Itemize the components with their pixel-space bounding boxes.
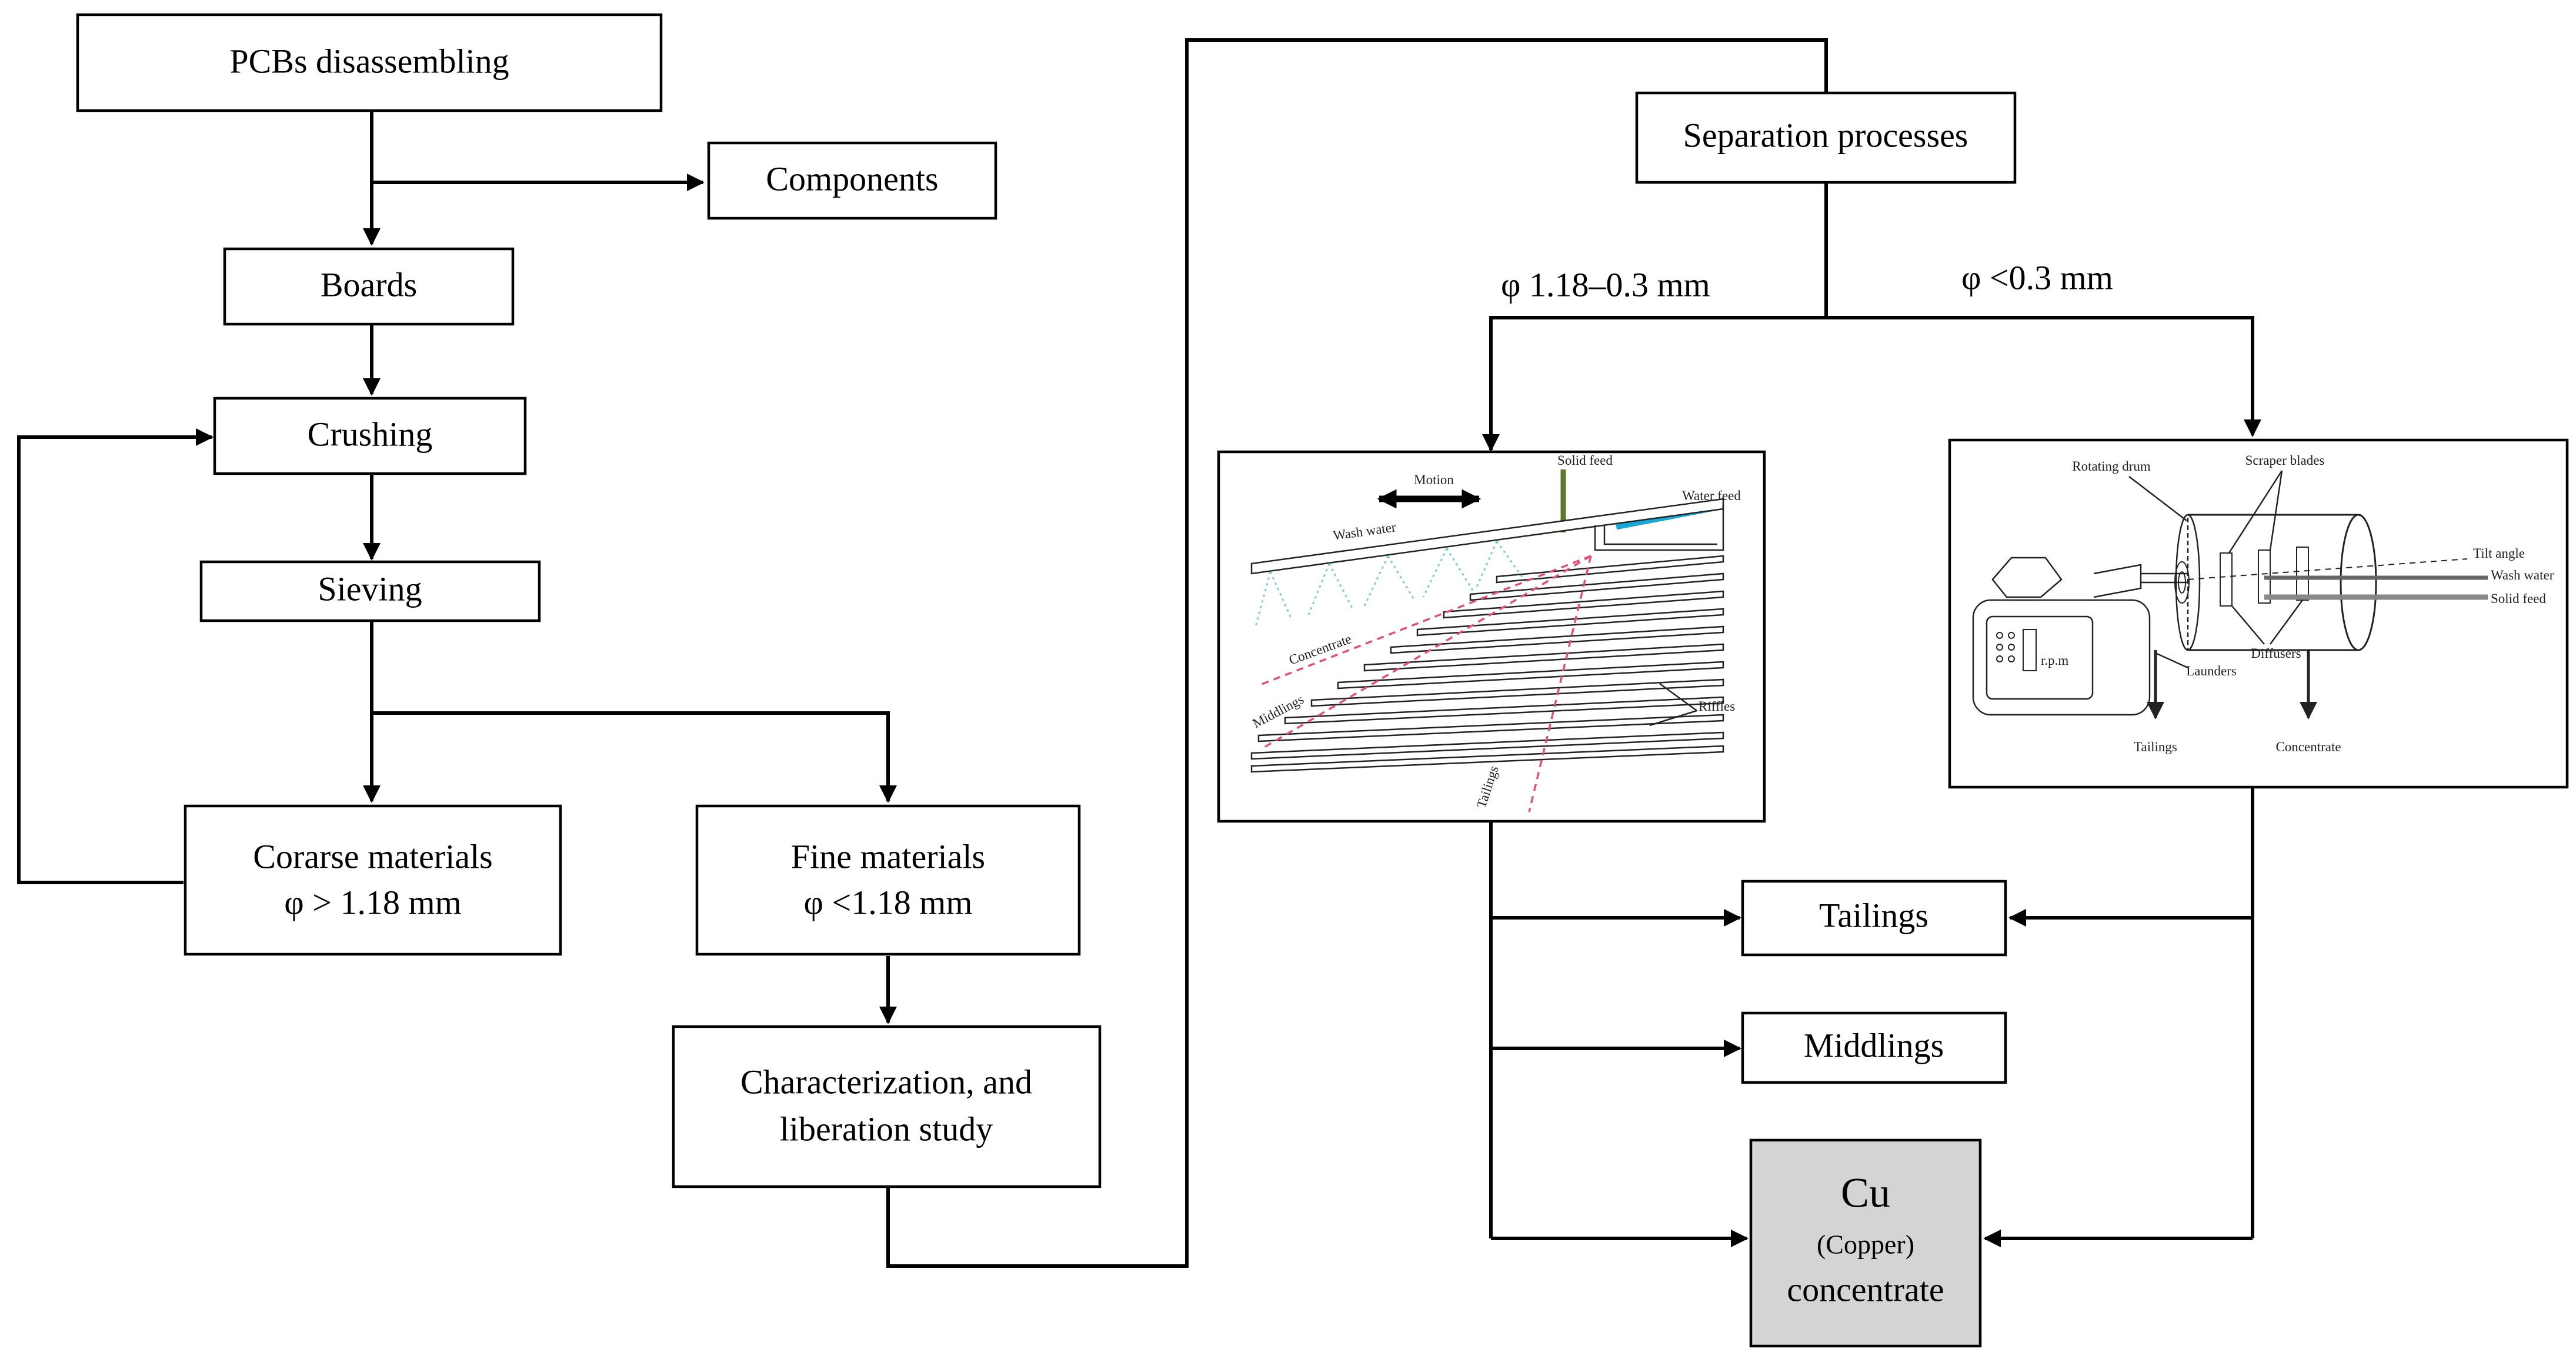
boards-label: Boards xyxy=(321,265,417,304)
motor-unit: r.p.m xyxy=(1972,557,2188,716)
box-pcbs-disassembling: PCBs disassembling xyxy=(76,13,663,112)
box-characterization: Characterization, and liberation study xyxy=(672,1025,1102,1188)
pcbs-label: PCBs disassembling xyxy=(229,42,509,80)
riffles-label: Riffles xyxy=(1699,699,1735,714)
spray-nozzles xyxy=(1254,541,1527,627)
left-connectors xyxy=(17,38,1835,1268)
branch-label-right: φ <0.3 mm xyxy=(1961,258,2113,297)
diffusers-label: Diffusers xyxy=(2251,646,2301,661)
box-sieving: Sieving xyxy=(199,560,541,622)
box-boards: Boards xyxy=(223,247,515,326)
coarse-label-line1: Corarse materials xyxy=(253,837,492,875)
box-middlings: Middlings xyxy=(1741,1011,2007,1084)
rpm-label: r.p.m xyxy=(2041,653,2068,668)
riffles xyxy=(1250,555,1724,773)
tailings-label: Tailings xyxy=(1819,896,1928,934)
box-separation-processes: Separation processes xyxy=(1635,91,2017,184)
drum-separator-illustration: r.p.m Tilt angle Wash water Solid feed R… xyxy=(1948,438,2569,789)
cu-label-line1: Cu xyxy=(1841,1170,1890,1217)
tilt-angle-label: Tilt angle xyxy=(2473,546,2525,561)
box-components: Components xyxy=(707,141,997,220)
scraper-blades-label: Scraper blades xyxy=(2245,453,2325,468)
shaking-table-illustration: Motion Solid feed Water feed Wash water xyxy=(1217,450,1766,823)
box-fine-materials: Fine materials φ <1.18 mm xyxy=(695,804,1081,956)
char-label-line1: Characterization, and xyxy=(740,1062,1032,1101)
fine-label-line1: Fine materials xyxy=(791,837,985,875)
solid-feed-label: Solid feed xyxy=(1557,453,1613,468)
box-crushing: Crushing xyxy=(213,397,527,475)
concentrate-label-drum: Concentrate xyxy=(2275,740,2341,754)
tailings-label-drum: Tailings xyxy=(2134,740,2177,754)
components-label: Components xyxy=(766,159,938,198)
middlings-label: Middlings xyxy=(1804,1026,1944,1064)
separation-label: Separation processes xyxy=(1683,116,1968,154)
flow-lines xyxy=(1258,555,1592,812)
box-tailings: Tailings xyxy=(1741,880,2007,957)
launders-label: Launders xyxy=(2186,664,2237,678)
cu-label-line2: (Copper) xyxy=(1817,1230,1914,1260)
box-cu-concentrate: Cu (Copper) concentrate xyxy=(1749,1138,1982,1348)
branch-label-left: φ 1.18–0.3 mm xyxy=(1501,265,1710,304)
crushing-label: Crushing xyxy=(308,415,433,453)
solid-feed-label-drum: Solid feed xyxy=(2491,591,2546,606)
motion-label: Motion xyxy=(1414,472,1454,487)
coarse-label-line2: φ > 1.18 mm xyxy=(284,883,461,921)
rotating-drum-label: Rotating drum xyxy=(2072,459,2151,474)
cu-box-fill xyxy=(1749,1138,1982,1348)
fine-label-line2: φ <1.18 mm xyxy=(804,883,973,921)
wash-water-label-drum: Wash water xyxy=(2491,568,2554,582)
sieving-label: Sieving xyxy=(318,569,422,608)
box-coarse-materials: Corarse materials φ > 1.18 mm xyxy=(183,804,562,956)
char-label-line2: liberation study xyxy=(780,1110,993,1148)
rotating-drum xyxy=(2174,514,2377,651)
cu-label-line3: concentrate xyxy=(1787,1270,1944,1308)
right-connectors xyxy=(1482,184,2261,1247)
